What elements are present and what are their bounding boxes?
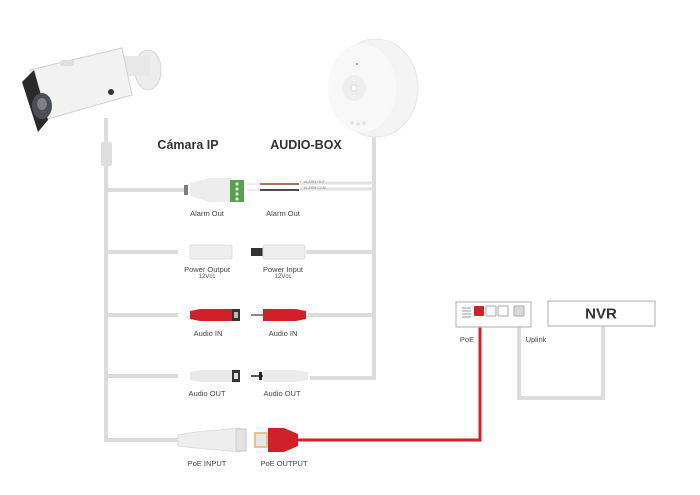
power-input-connector [251,244,306,260]
label-audio-out-camera: Audio OUT [188,389,226,398]
audio-in-male [251,309,306,321]
camera-header: Cámara IP [157,138,219,152]
label-power-input: Power Input [262,265,304,274]
audio-box-device [328,38,419,138]
audio-out-male [251,370,308,382]
label-audio-out-audiobox: Audio OUT [263,389,301,398]
label-switch-uplink: Uplink [525,335,547,344]
poe-red-cable [298,312,482,442]
ip-camera [22,47,162,132]
camera-cable-trunk [104,118,184,442]
poe-switch [455,301,532,328]
power-output-connector [189,244,233,260]
audio-in-female [190,309,240,321]
nvr-device [547,300,656,327]
alarm-connector [184,178,300,202]
uplink-cable [517,314,605,400]
alarm-out-wire-label: ALARM OUT [304,180,325,184]
poe-input-connector [177,427,247,453]
label-power-output: Power Output [184,265,230,274]
alarm-wire-sleeves [300,181,374,191]
label-audio-in-camera: Audio IN [193,329,223,338]
nvr-label: NVR [585,305,617,323]
label-power-output-voltage: 12Vcc [198,274,216,280]
cable-ferrite [101,142,112,166]
poe-output-connector [254,428,298,452]
label-switch-poe: PoE [459,335,475,344]
label-poe-output: PoE OUTPUT [260,459,308,468]
audiobox-header: AUDIO-BOX [270,138,342,152]
audio-out-female [190,370,240,382]
alarm-com-wire-label: ALARM COM [304,186,326,190]
audiobox-cable-trunk [306,130,376,380]
label-audio-in-audiobox: Audio IN [268,329,298,338]
label-alarm-out-camera: Alarm Out [190,209,224,218]
label-poe-input: PoE INPUT [187,459,227,468]
label-power-input-voltage: 12Vcc [274,274,292,280]
label-alarm-out-audiobox: Alarm Out [266,209,300,218]
